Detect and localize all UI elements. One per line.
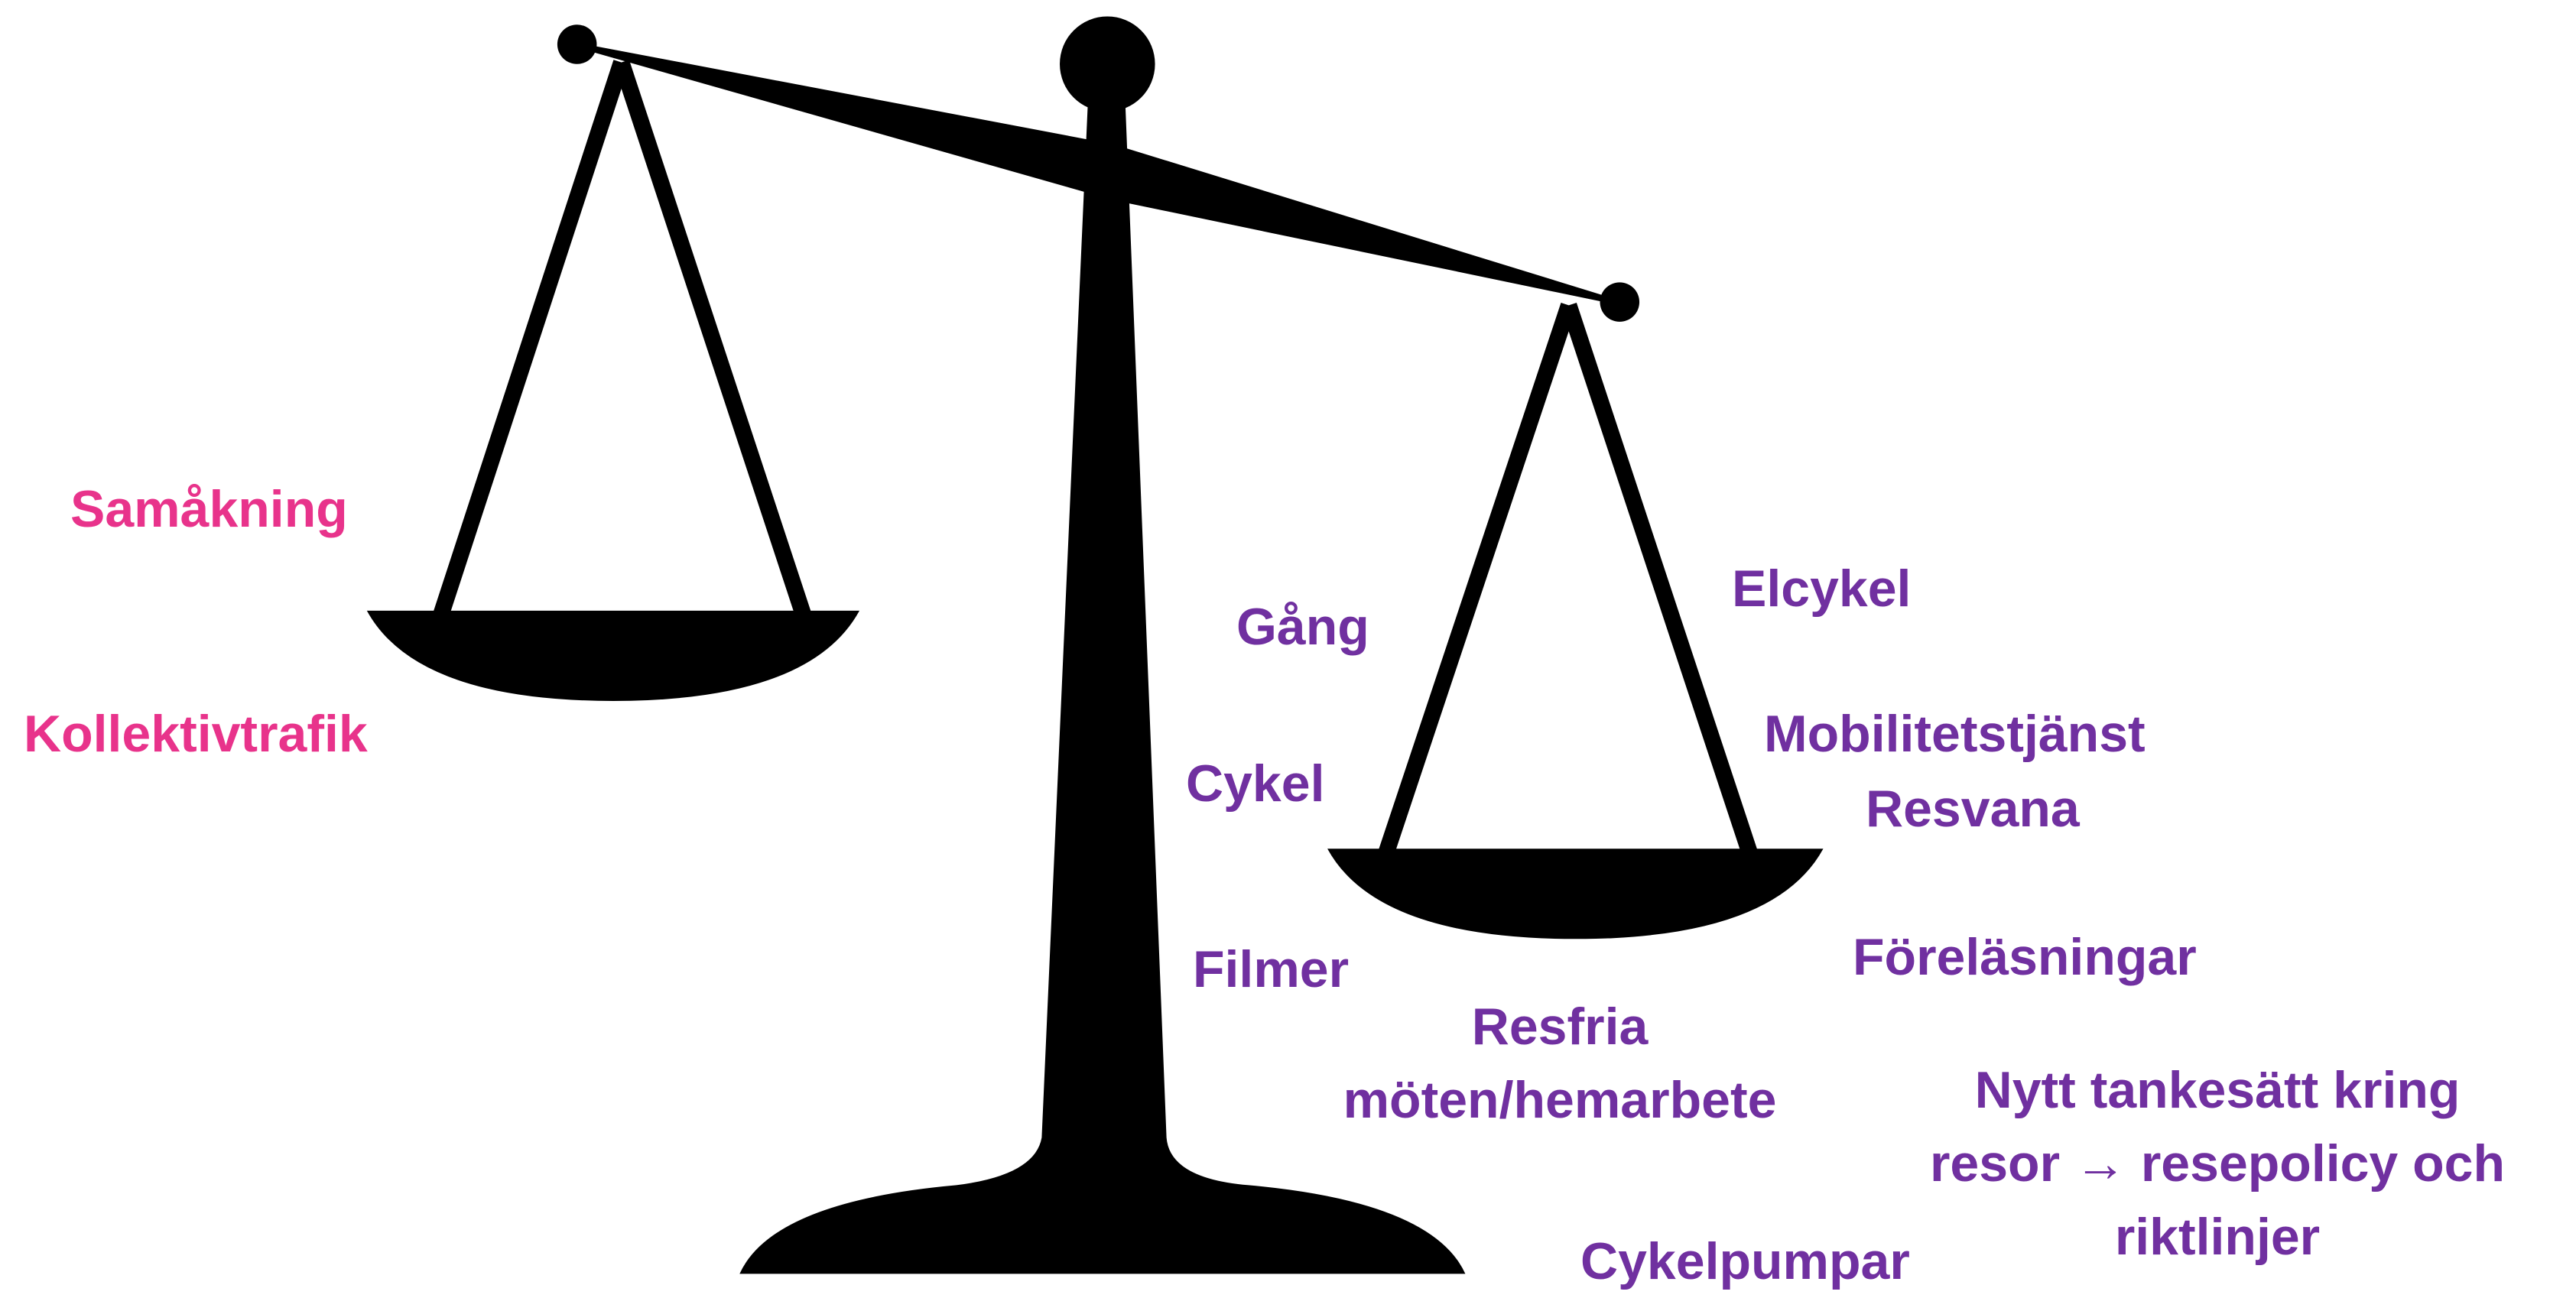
right-pan (1327, 849, 1824, 939)
label-elcykel: Elcykel (1732, 552, 1911, 625)
label-nytt-line3: riktlinjer (1881, 1200, 2554, 1274)
label-kollektivtrafik: Kollektivtrafik (24, 697, 368, 771)
label-resfria-moten: Resfria möten/hemarbete (1300, 990, 1820, 1137)
label-forelasningar: Föreläsningar (1853, 920, 2197, 994)
label-mobilitetstjanst: Mobilitetstjänst (1764, 697, 2146, 771)
pivot-knob (1060, 16, 1155, 112)
right-pan-strings (1385, 305, 1751, 857)
left-pan (367, 611, 859, 701)
label-resvana: Resvana (1866, 772, 2080, 845)
label-resfria: Resfria (1300, 990, 1820, 1063)
right-beam-knob (1600, 282, 1640, 322)
label-gang: Gång (1236, 590, 1369, 664)
label-cykelpumpar: Cykelpumpar (1580, 1225, 1910, 1298)
label-nytt-line1: Nytt tankesätt kring (1881, 1053, 2554, 1127)
label-samakning: Samåkning (70, 472, 348, 546)
left-beam-knob (557, 24, 597, 64)
left-pan-strings (439, 63, 805, 621)
label-nytt-line2: resor → resepolicy och (1881, 1127, 2554, 1200)
label-nytt-tankesatt: Nytt tankesätt kring resor → resepolicy … (1881, 1053, 2554, 1274)
label-cykel: Cykel (1186, 747, 1324, 820)
label-moten-hemarbete: möten/hemarbete (1300, 1063, 1820, 1137)
